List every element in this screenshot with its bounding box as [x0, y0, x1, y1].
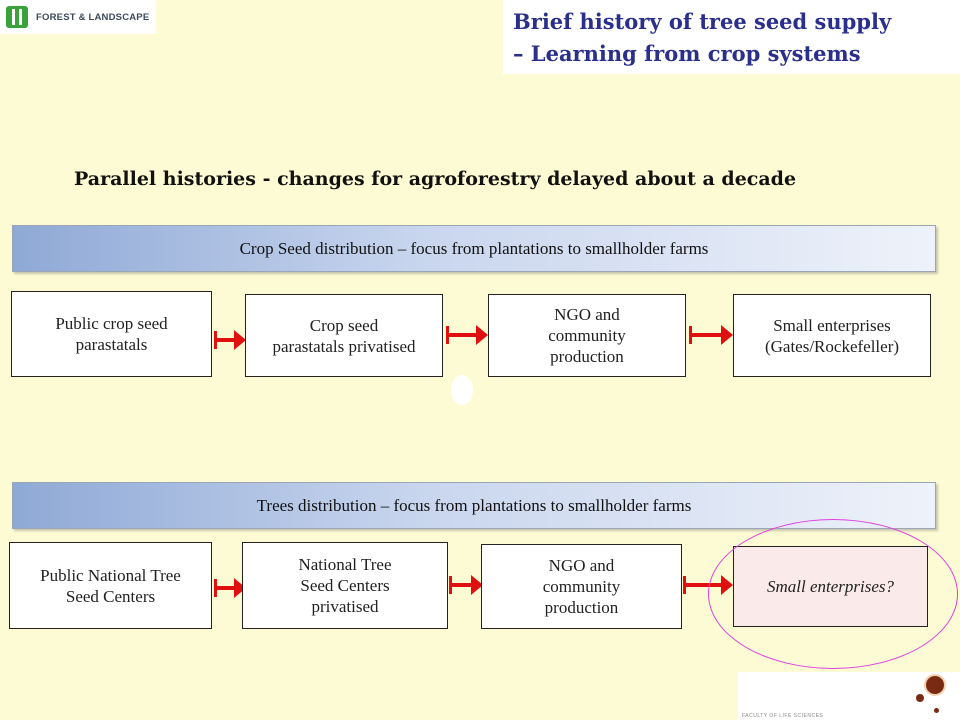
title-line-1: Brief history of tree seed supply [513, 9, 892, 34]
crop-banner: Crop Seed distribution – focus from plan… [12, 225, 936, 272]
title-line-2: – Learning from crop systems [513, 41, 861, 66]
trees-arrow-2 [449, 575, 483, 595]
trees-step-3: NGO and community production [481, 544, 682, 629]
footer-text: FACULTY OF LIFE SCIENCES [742, 713, 824, 719]
trees-step-2: National Tree Seed Centers privatised [242, 542, 448, 629]
university-emblem-icon [924, 674, 946, 696]
slide-title: Brief history of tree seed supply – Lear… [503, 0, 960, 74]
crop-step-2: Crop seed parastatals privatised [245, 294, 443, 377]
crop-arrow-2 [446, 325, 488, 345]
footer-logo: FACULTY OF LIFE SCIENCES [738, 672, 960, 720]
highlight-ellipse [708, 519, 958, 669]
trees-banner: Trees distribution – focus from plantati… [12, 482, 936, 529]
white-blob [451, 375, 473, 405]
forest-logo-icon [6, 6, 28, 28]
crop-step-4: Small enterprises (Gates/Rockefeller) [733, 294, 931, 377]
trees-step-1: Public National Tree Seed Centers [9, 542, 212, 629]
crop-step-1: Public crop seed parastatals [11, 291, 212, 377]
logo-text: FOREST & LANDSCAPE [36, 11, 150, 23]
emblem-dot [916, 694, 924, 702]
crop-arrow-1 [214, 330, 246, 350]
emblem-dot [934, 708, 939, 713]
forest-landscape-logo: FOREST & LANDSCAPE [0, 0, 156, 34]
slide-subtitle: Parallel histories - changes for agrofor… [74, 168, 797, 190]
crop-arrow-3 [689, 325, 733, 345]
crop-step-3: NGO and community production [488, 294, 686, 377]
